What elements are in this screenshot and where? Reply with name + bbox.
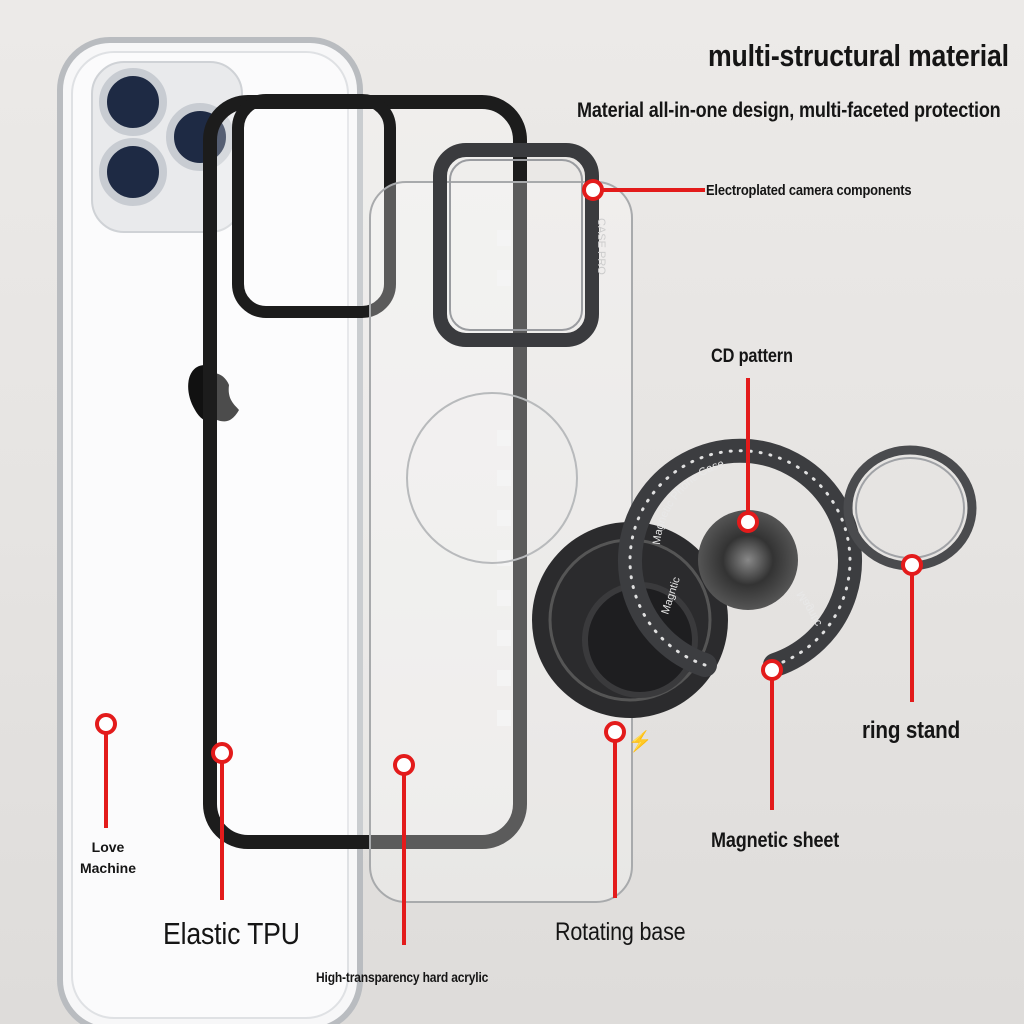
label-tpu: Elastic TPU — [163, 916, 300, 951]
camera-lens-icon — [99, 138, 167, 206]
label-magnetic-sheet: Magnetic sheet — [711, 829, 840, 852]
page-subtitle: Material all-in-one design, multi-facete… — [577, 99, 1001, 122]
label-electroplated: Electroplated camera components — [706, 182, 912, 199]
label-acrylic: High-transparency hard acrylic — [316, 969, 489, 985]
camera-bracket: CASE PRO — [433, 143, 607, 347]
rotating-base: ⚡ — [532, 522, 728, 753]
bracket-text: CASE PRO — [595, 218, 607, 275]
marker-ring-stand — [901, 554, 923, 576]
camera-lens-icon — [99, 68, 167, 136]
marker-acrylic — [393, 754, 415, 776]
marker-love-machine — [95, 713, 117, 735]
cd-disc — [698, 510, 798, 610]
label-rotating-base: Rotating base — [555, 918, 686, 946]
marker-tpu — [211, 742, 233, 764]
page-title: multi-structural material — [708, 38, 1009, 73]
label-ring-stand: ring stand — [862, 717, 961, 744]
magnetic-ring — [618, 438, 862, 677]
bolt-icon: ⚡ — [628, 729, 653, 753]
label-love-machine: Love Machine — [79, 839, 136, 876]
marker-magnetic-sheet — [761, 659, 783, 681]
marker-rotating-base — [604, 721, 626, 743]
marker-electroplated — [582, 179, 604, 201]
ring-stand — [843, 445, 977, 571]
marker-cd-pattern — [737, 511, 759, 533]
label-cd-pattern: CD pattern — [711, 346, 793, 367]
callout-lines — [104, 188, 914, 945]
